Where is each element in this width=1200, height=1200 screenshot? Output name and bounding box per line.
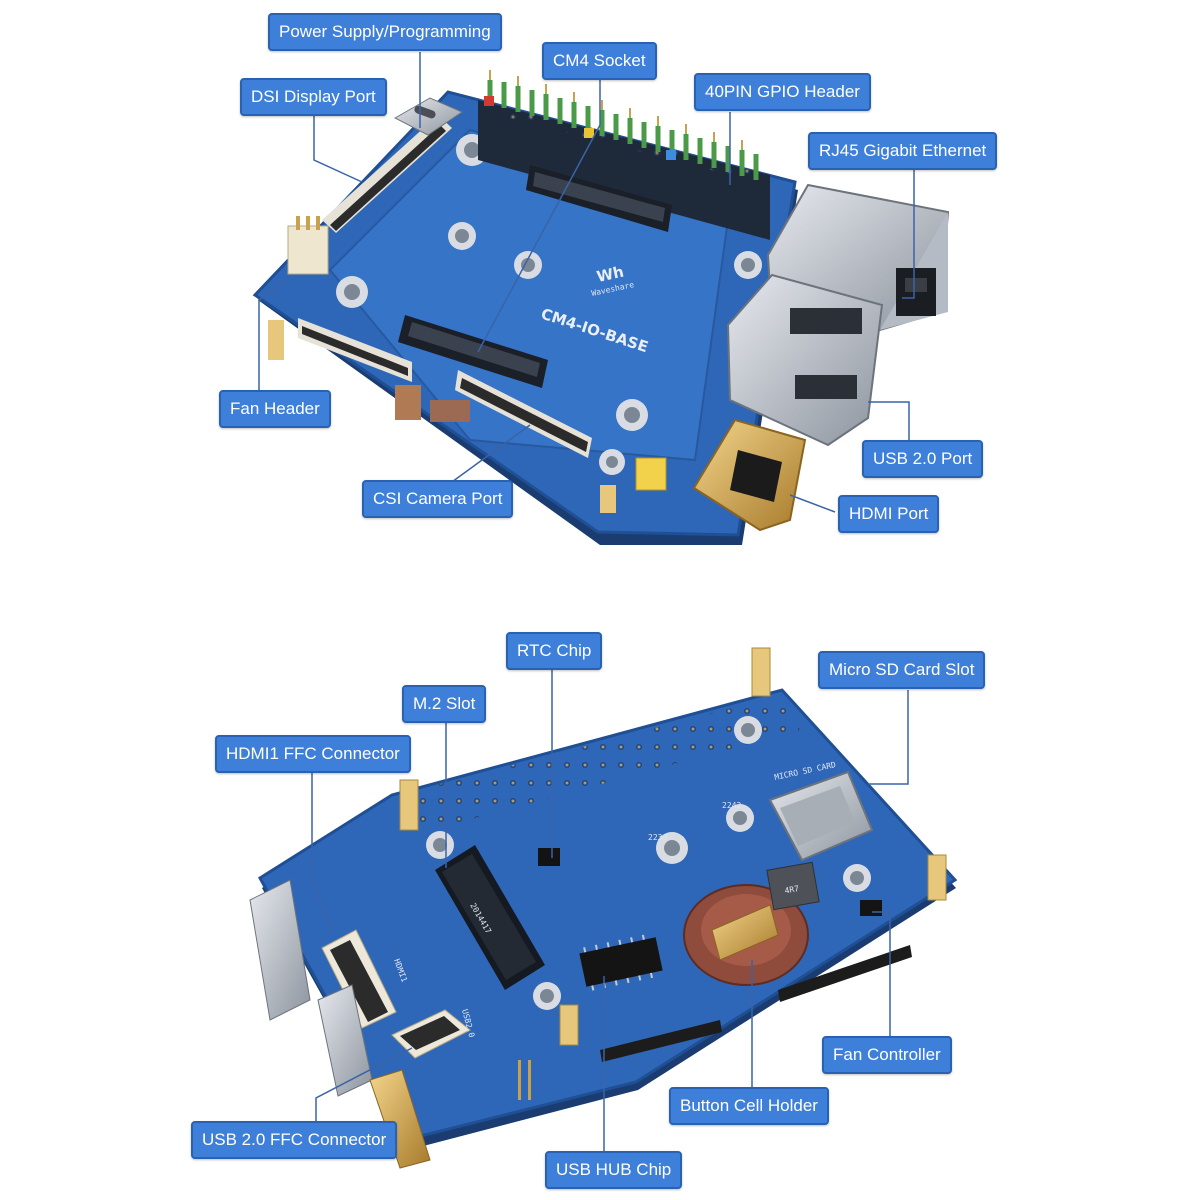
cm4-socket-connectors	[398, 165, 672, 388]
dsi-connector	[322, 115, 452, 233]
gpio-through-holes	[398, 695, 800, 835]
callout-m2-slot: M.2 Slot	[402, 685, 487, 723]
jumper	[635, 457, 667, 491]
fan-header-connector	[287, 216, 329, 275]
mounting-holes	[336, 134, 762, 475]
gpio-header	[478, 70, 770, 240]
callout-cm4-socket: CM4 Socket	[542, 42, 657, 80]
inductor: 4R7	[766, 861, 820, 911]
callout-usb20-port: USB 2.0 Port	[862, 440, 984, 478]
csi-connectors	[298, 318, 592, 458]
inductor-label: 4R7	[784, 884, 800, 895]
callout-usb-hub: USB HUB Chip	[545, 1151, 683, 1189]
rtc-chip	[538, 848, 560, 866]
callout-fan-header: Fan Header	[219, 390, 331, 428]
brand-mark: Wh	[595, 263, 625, 286]
callout-rj45: RJ45 Gigabit Ethernet	[808, 132, 998, 170]
usb-ports	[726, 273, 884, 447]
m2-slot-ssd: 2014417	[435, 845, 545, 990]
callout-hdmi-port: HDMI Port	[838, 495, 940, 533]
callout-power-supply: Power Supply/Programming	[268, 13, 502, 51]
usb-hub-chip	[579, 934, 663, 991]
fan-controller-chip	[860, 900, 882, 916]
usb-ffc-connector: USB2.0	[391, 1008, 476, 1059]
bottom-leader-lines	[311, 670, 909, 1152]
micro-sd-slot: MICRO SD CARD	[768, 760, 874, 862]
m2-size-2242: 2242	[722, 801, 741, 810]
callout-button-cell: Button Cell Holder	[669, 1087, 829, 1125]
m2-size-2230: 2230	[648, 833, 667, 842]
callout-rtc-chip: RTC Chip	[506, 632, 603, 670]
callout-gpio-header: 40PIN GPIO Header	[694, 73, 871, 111]
bottom-standoffs	[399, 647, 947, 1100]
top-board: Wh Waveshare CM4-IO-BASE	[252, 70, 950, 545]
hdmi-jack	[692, 418, 807, 532]
bottom-board: 2014417 HDMI1 USB2.0	[249, 647, 958, 1169]
button-cell-holder	[683, 884, 809, 986]
callout-csi-camera: CSI Camera Port	[362, 480, 514, 518]
bottom-mounting-holes	[426, 716, 871, 1010]
bottom-side-ports	[249, 879, 912, 1169]
callout-usb20-ffc: USB 2.0 FFC Connector	[191, 1121, 398, 1159]
callout-micro-sd: Micro SD Card Slot	[818, 651, 986, 689]
callout-fan-controller: Fan Controller	[822, 1036, 952, 1074]
callout-dsi-display: DSI Display Port	[240, 78, 387, 116]
callout-hdmi1-ffc: HDMI1 FFC Connector	[215, 735, 411, 773]
